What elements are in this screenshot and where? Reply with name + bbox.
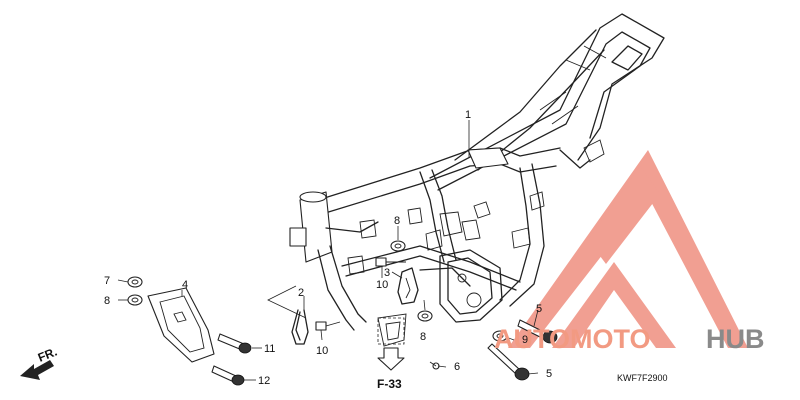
- callout-10-lower: 10: [316, 345, 328, 357]
- diagram-code: KWF7F2900: [617, 373, 668, 383]
- fastener-nut-8-center: [390, 240, 406, 252]
- callout-7: 7: [104, 275, 110, 287]
- watermark-text: AUTOMOTO HUB: [494, 324, 765, 354]
- reference-box: [377, 317, 405, 371]
- watermark-text-hub: HUB: [706, 324, 765, 354]
- callout-8-lower: 8: [420, 331, 426, 343]
- fastener-bolt-12: [211, 365, 245, 386]
- fastener-bolt-11: [217, 333, 252, 354]
- fastener-pin-6: [429, 361, 440, 370]
- callout-8-center: 8: [394, 215, 400, 227]
- fastener-nut-8-left: [127, 294, 143, 306]
- reference-label: F-33: [377, 377, 402, 391]
- callout-8-left: 8: [104, 295, 110, 307]
- front-direction-arrow: [20, 360, 54, 380]
- watermark-text-automoto: AUTOMOTO: [494, 324, 651, 354]
- callout-labels: 1 2 3 4 5 5 6 7 8 8 8 9 10 10 11 12: [104, 109, 552, 387]
- fastener-bolt-5-upper: [517, 319, 558, 344]
- callout-11: 11: [264, 343, 275, 355]
- callout-6: 6: [454, 361, 460, 373]
- callout-3: 3: [384, 267, 390, 279]
- front-direction-label: FR.: [36, 345, 59, 365]
- fastener-nut-9: [492, 330, 508, 342]
- fastener-bolt-10-lower: [315, 321, 341, 331]
- fastener-nut-8-lower: [417, 310, 433, 322]
- fastener-nut-7: [127, 276, 143, 288]
- frame-body: [289, 13, 665, 347]
- watermark-logo: [508, 150, 748, 348]
- callout-12: 12: [258, 375, 270, 387]
- fastener-bolt-10-upper: [375, 257, 406, 267]
- part-3-clip: [397, 267, 419, 305]
- callout-4: 4: [182, 279, 188, 291]
- callout-5-lower: 5: [546, 368, 552, 380]
- callout-1: 1: [465, 109, 471, 121]
- callout-5-upper: 5: [536, 303, 542, 315]
- callout-9: 9: [522, 334, 528, 346]
- part-2-wire-clip: [291, 309, 309, 345]
- part-4-plate: [147, 287, 215, 363]
- fastener-bolt-5-lower: [487, 343, 530, 381]
- leader-lines: [117, 120, 539, 381]
- callout-2: 2: [298, 287, 304, 299]
- callout-10-upper: 10: [376, 279, 388, 291]
